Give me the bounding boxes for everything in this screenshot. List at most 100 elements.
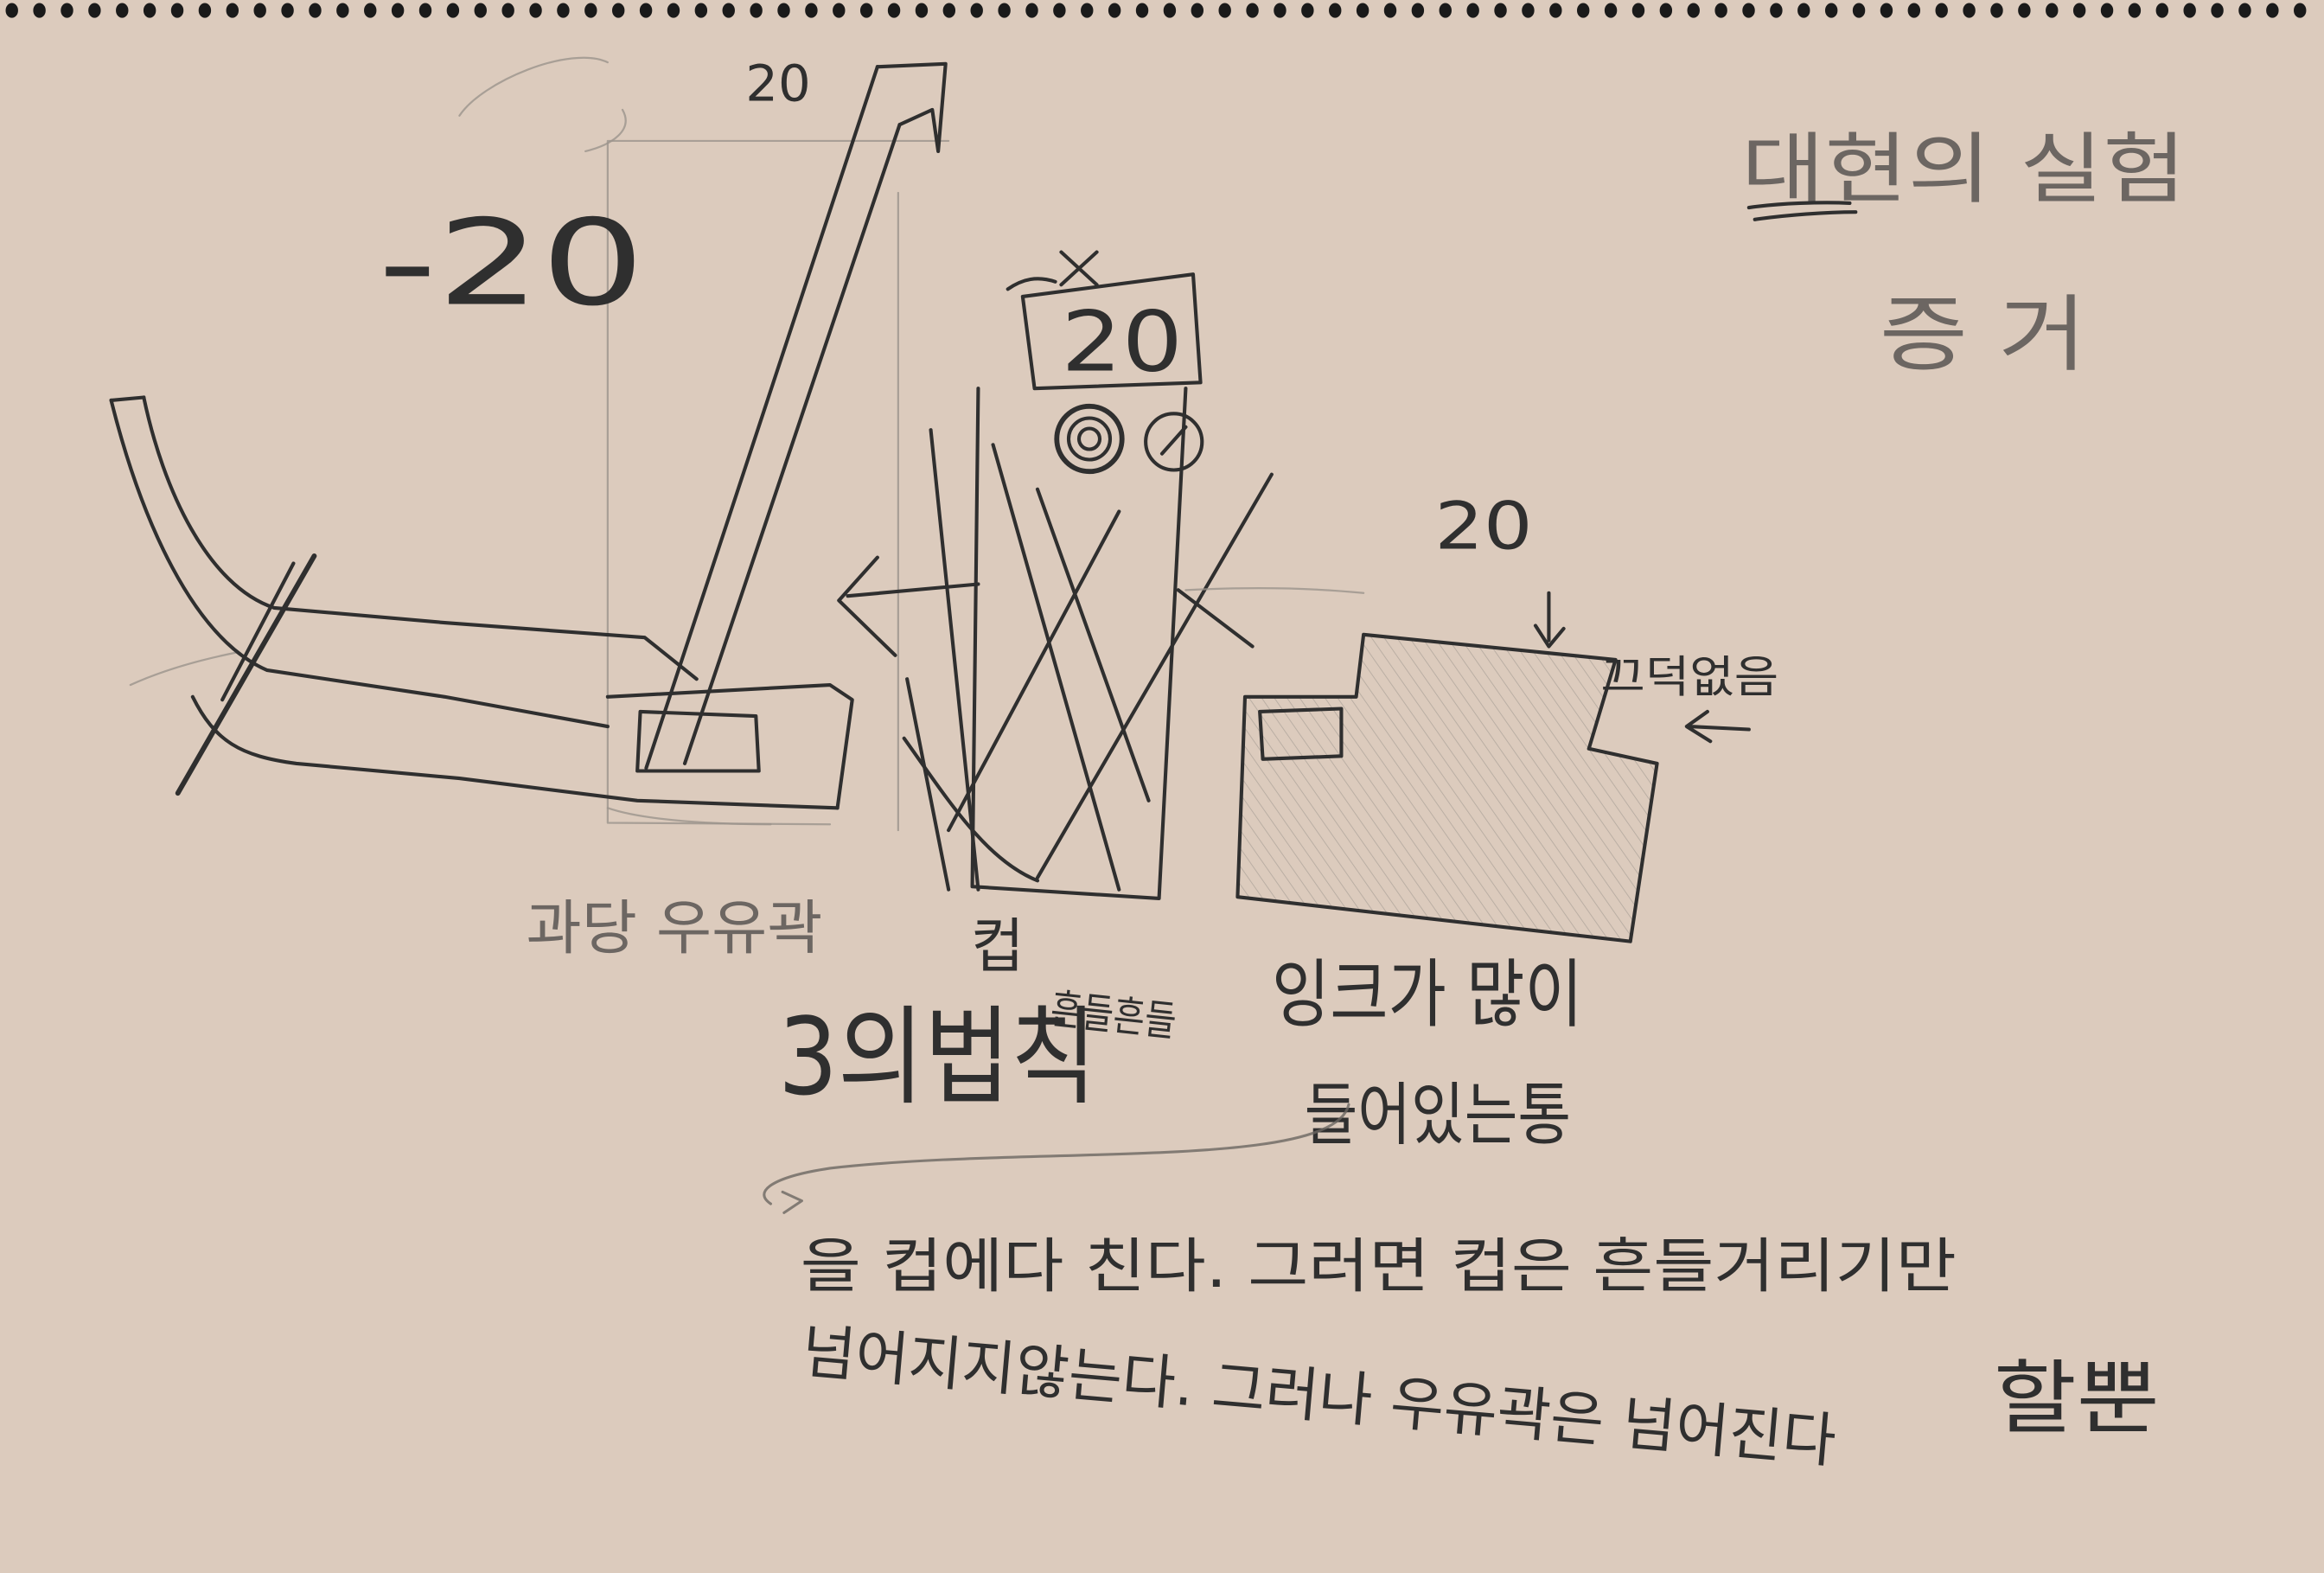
binding-hole: [1549, 3, 1562, 18]
binding-hole: [1714, 3, 1727, 18]
binding-hole: [364, 3, 377, 18]
binding-hole: [1053, 3, 1066, 18]
binding-hole: [942, 3, 956, 18]
binding-hole: [1522, 3, 1535, 18]
stick-top-number: 20: [745, 54, 810, 113]
binding-hole: [1824, 3, 1838, 18]
caption-line1-end: 할뿐: [1994, 1352, 2160, 1445]
binding-hole: [529, 3, 542, 18]
binding-hole: [1329, 3, 1342, 18]
binding-hole: [1274, 3, 1286, 18]
ink-box-label-line1: 잉크가 많이: [1272, 951, 1583, 1038]
binding-hole: [1963, 3, 1976, 18]
binding-hole: [722, 3, 735, 18]
binding-hole: [391, 3, 405, 18]
binding-hole: [1880, 3, 1893, 18]
binding-hole: [805, 3, 818, 18]
cup-circle-left: [1054, 403, 1125, 475]
cup-number: 20: [1061, 294, 1183, 391]
binding-hole: [859, 3, 873, 18]
binding-hole: [777, 3, 790, 18]
binding-hole: [474, 3, 487, 18]
binding-hole: [1852, 3, 1866, 18]
binding-hole: [33, 3, 46, 18]
binding-hole: [584, 3, 597, 18]
binding-hole: [2072, 3, 2086, 18]
title-block: 대현의 실험 증 거: [1741, 125, 2186, 383]
ink-box-no-tip-label: 끄덕없음: [1600, 652, 1778, 704]
binding-hole: [1218, 3, 1231, 18]
rule-label: 3의법칙: [778, 995, 1097, 1120]
binding-hole: [2238, 3, 2251, 18]
binding-hole: [1577, 3, 1590, 18]
cup-drawing: [837, 250, 1365, 900]
binding-hole: [1191, 3, 1204, 18]
ink-box-number: 20: [1434, 488, 1532, 564]
binding-hole: [226, 3, 239, 18]
binding-hole: [1356, 3, 1370, 18]
binding-hole: [1659, 3, 1673, 18]
binding-hole: [1907, 3, 1921, 18]
milk-carton-drawing: [109, 56, 950, 832]
binding-hole: [1439, 3, 1452, 18]
binding-hole: [750, 3, 763, 18]
connector-arrow: [763, 1103, 1350, 1214]
cup-left-arrow: [837, 555, 980, 657]
binding-hole: [1466, 3, 1479, 18]
binding-hole: [446, 3, 460, 18]
binding-hole: [1797, 3, 1810, 18]
ink-box-label-line2: 들어있는통: [1305, 1076, 1572, 1155]
cup-label: 컵: [971, 912, 1025, 982]
binding-hole: [88, 3, 101, 18]
binding-hole: [998, 3, 1011, 18]
milk-carton-label: 과당 우유곽: [527, 894, 823, 963]
binding-hole: [170, 3, 184, 18]
binding-hole: [1135, 3, 1149, 18]
binding-hole: [612, 3, 625, 18]
binding-hole: [887, 3, 901, 18]
binding-hole: [2100, 3, 2114, 18]
binding-hole: [281, 3, 294, 18]
binding-hole: [2211, 3, 2224, 18]
ink-box-drawing: [1235, 591, 1751, 943]
binding-hole: [198, 3, 212, 18]
binding-hole: [2266, 3, 2279, 18]
binding-hole: [1990, 3, 2003, 18]
binding-hole: [2183, 3, 2196, 18]
stick-drawing: [644, 61, 948, 771]
binding-hole: [915, 3, 929, 18]
binding-hole: [5, 3, 18, 18]
binding-hole: [833, 3, 846, 18]
cup-circle-right: [1144, 412, 1204, 472]
binding-hole: [2294, 3, 2307, 18]
binding-hole: [253, 3, 266, 18]
binding-hole: [418, 3, 432, 18]
binding-hole: [1025, 3, 1038, 18]
cup-box-scribble: [1006, 250, 1099, 291]
binding-hole: [639, 3, 653, 18]
binding-hole: [667, 3, 680, 18]
binding-hole: [2046, 3, 2059, 18]
binding-hole: [1246, 3, 1259, 18]
binding-hole: [1081, 3, 1094, 18]
binding-hole: [143, 3, 156, 18]
binding-hole: [1687, 3, 1700, 18]
binding-hole: [1631, 3, 1645, 18]
binding-hole: [336, 3, 349, 18]
title-main: 대현의 실험: [1741, 125, 2186, 214]
binding-hole: [694, 3, 708, 18]
binding-holes: [5, 3, 2307, 18]
binding-hole: [309, 3, 322, 18]
ink-box-left-arrow: [1684, 709, 1751, 744]
binding-hole: [61, 3, 73, 18]
binding-hole: [1108, 3, 1121, 18]
ink-box-window: [1258, 707, 1344, 761]
title-sub: 증 거: [1880, 286, 2087, 383]
caption-line2: 넘어지지않는다. 그러나 우유곽은 넘어진다: [799, 1317, 1838, 1476]
binding-hole: [1935, 3, 1948, 18]
binding-hole: [2155, 3, 2169, 18]
binding-hole: [1742, 3, 1755, 18]
binding-hole: [1604, 3, 1618, 18]
binding-hole: [501, 3, 514, 18]
